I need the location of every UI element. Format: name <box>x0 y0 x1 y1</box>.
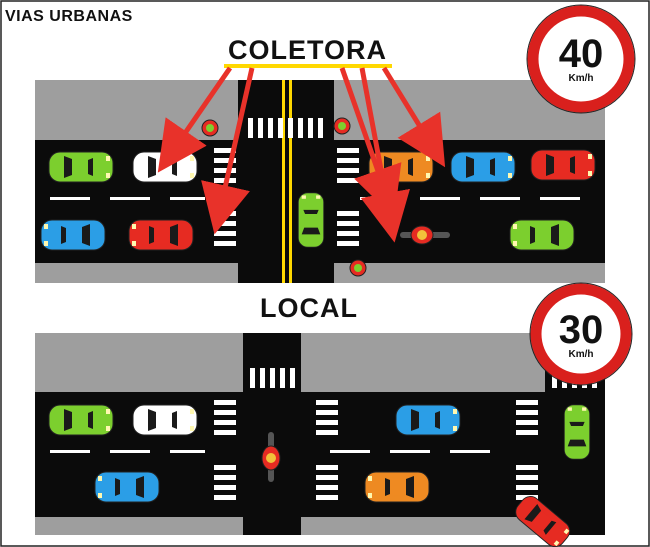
pedestrian <box>201 119 219 137</box>
speed-limit-40-text: 40 Km/h <box>551 34 611 84</box>
crosswalk-left <box>214 400 236 500</box>
coletora-intersection <box>35 64 605 283</box>
speed-limit-sign-30 <box>529 282 633 386</box>
speed-limit-unit: Km/h <box>568 349 594 360</box>
speed-limit-value: 40 <box>558 32 604 76</box>
crosswalk-right-upper <box>337 148 359 183</box>
coletora-heading: COLETORA <box>228 35 388 65</box>
pedestrian <box>349 259 367 277</box>
center-line-right <box>289 80 292 283</box>
crosswalk-top <box>250 368 295 388</box>
speed-limit-30-text: 30 Km/h <box>551 310 611 360</box>
car-green-vertical <box>563 404 591 460</box>
car-blue <box>395 404 461 436</box>
car-white <box>132 404 198 436</box>
local-heading: LOCAL <box>260 293 358 323</box>
car-blue <box>40 219 106 251</box>
crosswalk-right-lower <box>337 211 359 246</box>
car-green <box>48 404 114 436</box>
crosswalk-right <box>316 400 538 500</box>
car-white <box>132 151 198 183</box>
car-red <box>128 219 194 251</box>
car-green <box>509 219 575 251</box>
arrows <box>157 66 446 243</box>
car-green-vertical <box>297 192 325 248</box>
page-title: VIAS URBANAS <box>5 8 133 25</box>
motorcycle <box>400 225 450 245</box>
coletora-underline <box>224 64 392 68</box>
motorcycle <box>261 432 281 482</box>
local-intersection <box>35 333 605 547</box>
road-vertical <box>238 80 334 283</box>
center-line-left <box>282 80 285 283</box>
car-orange <box>364 471 430 503</box>
car-red <box>530 149 596 181</box>
car-blue <box>94 471 160 503</box>
speed-limit-value: 30 <box>558 308 604 352</box>
pedestrian <box>333 117 351 135</box>
speed-limit-sign-40 <box>526 4 636 114</box>
crosswalk-top <box>248 118 323 138</box>
car-green <box>48 151 114 183</box>
speed-limit-unit: Km/h <box>568 73 594 84</box>
lane-dashes <box>50 450 490 453</box>
car-blue <box>450 151 516 183</box>
